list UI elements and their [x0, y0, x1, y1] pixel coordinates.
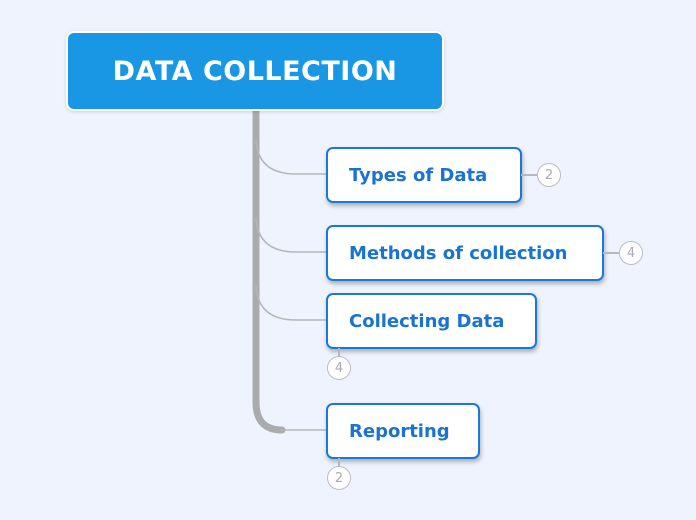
collapsed-count-badge[interactable]: 4 — [327, 356, 351, 380]
main-trunk-line — [252, 107, 286, 434]
badge-connector — [521, 174, 537, 176]
central-topic-label: DATA COLLECTION — [112, 55, 398, 87]
central-topic-node[interactable]: DATA COLLECTION — [66, 31, 444, 111]
topic-node-types-of-data[interactable]: Types of Data — [326, 147, 522, 203]
collapsed-count-badge[interactable]: 2 — [327, 466, 351, 490]
topic-node-methods-of-collection[interactable]: Methods of collection — [326, 225, 604, 281]
branch-line-methods-of-collection — [255, 217, 327, 253]
collapsed-count-badge[interactable]: 2 — [537, 163, 561, 187]
branch-line-types-of-data — [255, 139, 327, 175]
badge-connector — [338, 458, 340, 466]
topic-label: Types of Data — [349, 164, 488, 186]
collapsed-count-badge[interactable]: 4 — [619, 241, 643, 265]
topic-node-reporting[interactable]: Reporting — [326, 403, 480, 459]
topic-label: Reporting — [349, 420, 450, 442]
topic-label: Methods of collection — [349, 242, 568, 264]
branch-line-collecting-data — [255, 285, 327, 321]
badge-connector — [603, 252, 619, 254]
topic-node-collecting-data[interactable]: Collecting Data — [326, 293, 537, 349]
topic-label: Collecting Data — [349, 310, 505, 332]
badge-connector — [338, 348, 340, 356]
